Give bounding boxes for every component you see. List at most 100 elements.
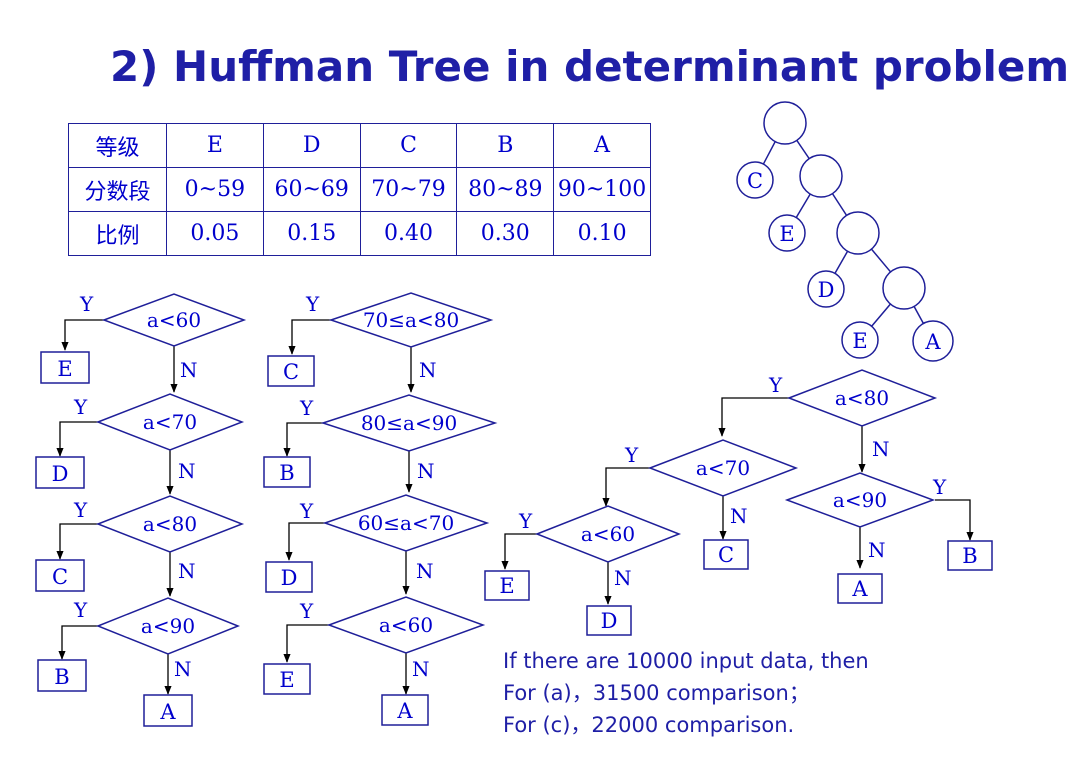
no-label: N bbox=[417, 459, 435, 483]
decision-diamond bbox=[534, 505, 682, 563]
decision-diamond bbox=[647, 439, 799, 497]
tree-leaf bbox=[841, 321, 879, 359]
result-box bbox=[35, 456, 85, 489]
result-box bbox=[947, 540, 993, 571]
result-box bbox=[263, 663, 311, 695]
table-cell: 0.05 bbox=[166, 211, 264, 256]
result-box bbox=[381, 694, 429, 726]
note-line: For (c)，22000 comparison. bbox=[503, 713, 795, 737]
no-label: N bbox=[174, 657, 192, 681]
table-row: 分数段 0~59 60~69 70~79 80~89 90~100 bbox=[68, 167, 651, 212]
decision-label: a<70 bbox=[143, 410, 197, 434]
yes-label: Y bbox=[299, 396, 314, 420]
decision-label: 80≤a<90 bbox=[361, 411, 457, 435]
yes-label: Y bbox=[624, 443, 639, 467]
tree-leaf bbox=[768, 214, 806, 252]
decision-label: a<70 bbox=[696, 456, 750, 480]
no-label: N bbox=[868, 538, 886, 562]
yes-label: Y bbox=[73, 598, 88, 622]
yes-label: Y bbox=[73, 395, 88, 419]
tree-node bbox=[882, 266, 926, 310]
result-label: B bbox=[279, 461, 294, 485]
table-cell: 90~100 bbox=[553, 167, 651, 212]
decision-diamond bbox=[322, 494, 490, 552]
result-box bbox=[35, 559, 85, 592]
decision-label: a<90 bbox=[141, 614, 195, 638]
result-label: E bbox=[57, 357, 72, 381]
result-box bbox=[265, 561, 313, 593]
tree-leaf bbox=[912, 320, 954, 362]
tree-node bbox=[836, 211, 880, 255]
decision-label: a<80 bbox=[143, 512, 197, 536]
result-box bbox=[40, 351, 90, 384]
result-label: D bbox=[52, 462, 69, 486]
decision-label: a<90 bbox=[833, 488, 887, 512]
result-box bbox=[837, 573, 883, 604]
decision-diamond bbox=[95, 597, 241, 655]
table-row: 等级 E D C B A bbox=[68, 123, 651, 168]
result-box bbox=[484, 570, 530, 601]
yes-label: Y bbox=[299, 599, 314, 623]
yes-label: Y bbox=[932, 475, 947, 499]
decision-label: 70≤a<80 bbox=[363, 308, 459, 332]
row-header: 等级 bbox=[68, 123, 167, 168]
decision-label: a<60 bbox=[379, 613, 433, 637]
result-label: B bbox=[54, 665, 69, 689]
result-label: E bbox=[279, 668, 294, 692]
tree-leaf-label: E bbox=[779, 222, 794, 246]
tree-leaf-label: A bbox=[924, 330, 941, 354]
table-cell: 0.40 bbox=[359, 211, 458, 256]
table-cell: 70~79 bbox=[359, 167, 458, 212]
decision-diamond bbox=[328, 292, 494, 348]
decision-label: a<60 bbox=[147, 308, 201, 332]
tree-leaf-label: C bbox=[747, 169, 763, 193]
decision-diamond bbox=[95, 393, 245, 451]
diagram-canvas: C E D E A a<60 a<7 bbox=[35, 101, 993, 727]
result-label: C bbox=[283, 360, 299, 384]
no-label: N bbox=[180, 358, 198, 382]
tree-leaf-label: E bbox=[852, 329, 867, 353]
yes-label: Y bbox=[305, 292, 320, 316]
no-label: N bbox=[419, 358, 437, 382]
result-label: C bbox=[52, 565, 68, 589]
result-box bbox=[263, 456, 311, 488]
decision-diamond bbox=[326, 596, 486, 654]
result-label: A bbox=[396, 699, 413, 723]
yes-label: Y bbox=[518, 509, 533, 533]
tree-node bbox=[763, 101, 807, 145]
row-header: 分数段 bbox=[68, 167, 167, 212]
result-label: A bbox=[851, 577, 868, 601]
note-line: For (a)，31500 comparison； bbox=[503, 681, 810, 705]
decision-diamond bbox=[786, 369, 938, 427]
decision-diamond bbox=[784, 472, 936, 528]
result-box bbox=[267, 355, 315, 387]
flowchart-c: a<80 a<70 a<60 a<90 E D C A B Y N Y N Y … bbox=[484, 369, 993, 636]
no-label: N bbox=[178, 459, 196, 483]
flowchart-a: a<60 a<70 a<80 a<90 E D C B A Y N Y N Y … bbox=[35, 292, 247, 727]
tree-leaf-label: D bbox=[818, 278, 835, 302]
result-label: C bbox=[718, 543, 734, 567]
tree-leaf bbox=[807, 270, 845, 308]
decision-diamond bbox=[101, 293, 247, 347]
result-label: E bbox=[499, 574, 514, 598]
table-cell: 60~69 bbox=[262, 167, 361, 212]
decision-label: a<80 bbox=[835, 386, 889, 410]
no-label: N bbox=[614, 566, 632, 590]
comparison-note: If there are 10000 input data, then For … bbox=[503, 645, 869, 741]
table-cell: D bbox=[262, 123, 361, 168]
result-box bbox=[586, 605, 632, 636]
page-title: 2) Huffman Tree in determinant problem bbox=[110, 42, 1069, 91]
table-cell: 0.10 bbox=[553, 211, 651, 256]
result-label: B bbox=[962, 544, 977, 568]
result-label: D bbox=[281, 566, 298, 590]
yes-label: Y bbox=[79, 292, 94, 316]
flowchart-b: 70≤a<80 80≤a<90 60≤a<70 a<60 C B D E A Y… bbox=[263, 292, 498, 726]
result-box bbox=[143, 694, 193, 727]
result-box bbox=[37, 659, 87, 692]
no-label: N bbox=[416, 559, 434, 583]
tree-node bbox=[799, 154, 843, 198]
yes-label: Y bbox=[73, 498, 88, 522]
grade-table: 等级 E D C B A 分数段 0~59 60~69 70~79 80~89 … bbox=[68, 123, 651, 256]
note-line: If there are 10000 input data, then bbox=[503, 649, 869, 673]
table-cell: 0.30 bbox=[456, 211, 555, 256]
